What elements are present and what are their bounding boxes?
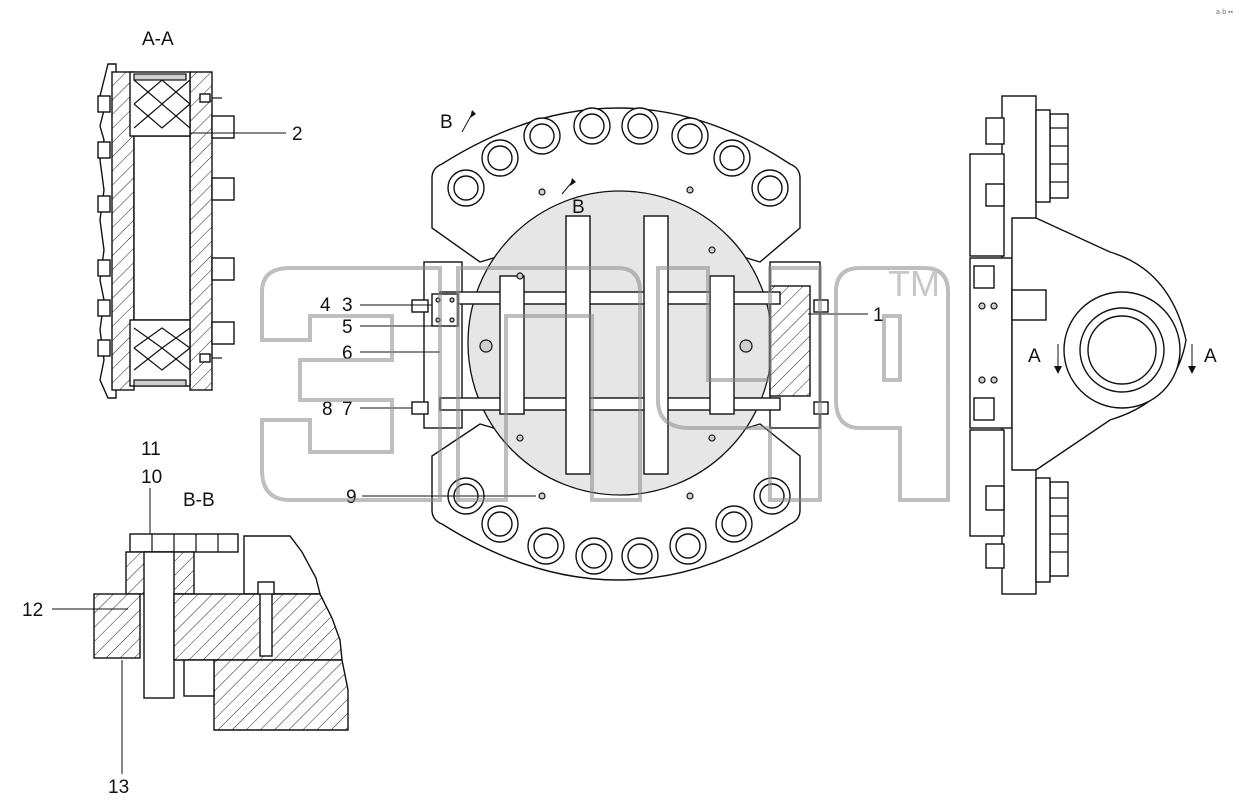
callout-3: 3 xyxy=(342,295,353,316)
callout-5: 5 xyxy=(342,317,353,338)
callout-7: 7 xyxy=(342,399,353,420)
cut-b-mid-label: B xyxy=(572,197,585,218)
callout-12: 12 xyxy=(22,600,43,621)
section-bb-title: B-B xyxy=(183,490,215,511)
callout-13: 13 xyxy=(108,777,129,798)
callout-9: 9 xyxy=(346,487,357,508)
cut-b-top-label: B xyxy=(440,112,453,133)
watermark-tm: TM xyxy=(888,263,940,304)
section-aa-title: A-A xyxy=(142,29,174,50)
cut-a-left-label: A xyxy=(1028,346,1041,367)
callout-8: 8 xyxy=(322,399,333,420)
cut-a-right-label: A xyxy=(1204,346,1217,367)
callout-10: 10 xyxy=(141,467,162,488)
section-bb-view: 11 10 B-B 12 13 xyxy=(22,439,349,798)
main-front-view: B B 4 3 5 6 8 7 9 1 xyxy=(320,107,884,581)
corner-mark: a·b ▪▪ xyxy=(1216,9,1234,16)
side-view: A A xyxy=(969,95,1217,595)
section-aa-view: A-A xyxy=(97,29,303,399)
callout-6: 6 xyxy=(342,343,353,364)
callout-2: 2 xyxy=(292,124,303,145)
watermark-logo: TM xyxy=(260,263,950,502)
callout-1: 1 xyxy=(873,305,884,326)
callout-11: 11 xyxy=(141,439,161,460)
callout-4: 4 xyxy=(320,295,331,316)
